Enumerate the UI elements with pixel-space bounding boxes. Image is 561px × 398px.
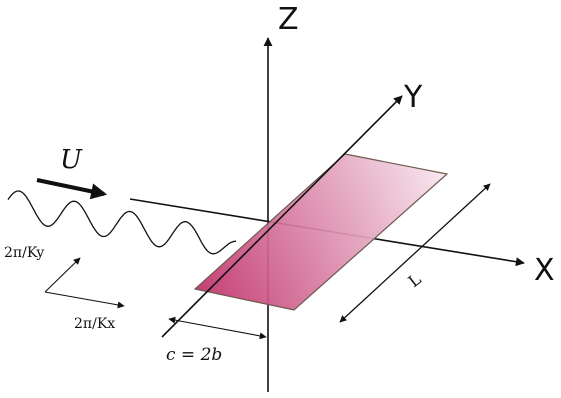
z-axis-label: Z: [278, 2, 299, 37]
kx-wavelength-arrow: [44, 291, 125, 309]
gust-wave: [7, 190, 237, 255]
chord-label: c = 2b: [166, 345, 222, 365]
flow-velocity-label: U: [60, 145, 83, 175]
flow-velocity-arrow: [36, 178, 108, 200]
y-axis: [161, 95, 403, 338]
span-dimension-arrow: [339, 183, 491, 323]
ky-wavelength-arrow: [44, 257, 81, 293]
kx-wavelength-label: 2π/Kx: [74, 316, 115, 332]
x-axis-label: X: [534, 253, 555, 288]
chord-dimension-arrow: [168, 316, 267, 340]
span-label: L: [404, 269, 424, 291]
y-axis-label: Y: [403, 80, 423, 115]
ky-wavelength-label: 2π/Ky: [4, 245, 44, 261]
